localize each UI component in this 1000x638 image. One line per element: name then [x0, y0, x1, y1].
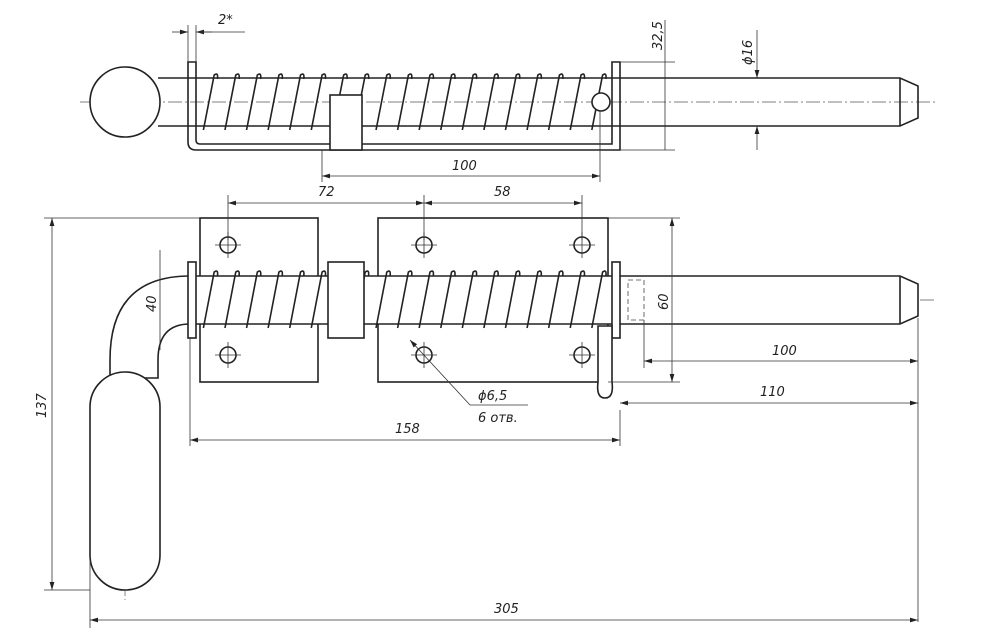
spring-coil: [439, 73, 456, 131]
spring-coil: [288, 73, 305, 131]
hole-diameter-label: ϕ6,5: [478, 389, 507, 404]
spring-coil: [353, 73, 370, 131]
spring-coil: [591, 73, 607, 131]
pull-pin: [596, 325, 614, 399]
spring-coil: [375, 270, 392, 329]
spring-coil: [504, 73, 521, 131]
spring-coil: [288, 270, 305, 329]
spring-coil: [439, 270, 456, 329]
lock-slider: [327, 261, 365, 339]
spring-coil: [483, 270, 499, 329]
spring-coil: [526, 270, 543, 329]
top-view: 2* 32,5 ϕ16 100: [80, 13, 935, 182]
dim-gap-label: 2*: [218, 13, 233, 28]
spring-coil: [569, 73, 586, 131]
rod-top: [158, 77, 919, 127]
spring-coil: [547, 270, 564, 329]
handle-grip: [89, 371, 161, 591]
spring-coil: [202, 270, 219, 329]
dim-total-height-label: 137: [35, 392, 50, 418]
dim-height-label: 32,5: [651, 21, 666, 50]
hole-count-label: 6 отв.: [478, 411, 518, 426]
spring-coil: [461, 73, 478, 131]
spring-coil: [310, 270, 327, 329]
dim-hole-spacing-right-label: 58: [494, 185, 511, 200]
spring-coil: [353, 270, 370, 329]
spring-coil: [332, 73, 348, 131]
spring-top: [202, 73, 607, 131]
dim-pin-to-end-label: 110: [760, 385, 785, 400]
bracket-top: [187, 61, 621, 151]
spring-coil: [396, 73, 413, 131]
ball-knob: [89, 66, 161, 138]
spring-coil: [483, 73, 499, 131]
dim-bracket-length-label: 158: [395, 422, 420, 437]
spring-coil: [245, 270, 262, 329]
spring-coil: [591, 270, 607, 329]
spring-front: [202, 270, 607, 329]
spring-coil: [267, 73, 284, 131]
spring-coil: [418, 270, 435, 329]
spring-coil: [224, 270, 241, 329]
spring-coil: [224, 73, 241, 131]
spring-coil: [526, 73, 543, 131]
dim-travel-label: 100: [452, 159, 477, 174]
spring-coil: [202, 73, 219, 131]
spring-coil: [569, 270, 586, 329]
spring-coil: [418, 73, 435, 131]
hole-centerline: [215, 342, 241, 368]
spring-coil: [245, 73, 262, 131]
dim-diameter-label: ϕ16: [741, 40, 756, 65]
hole-centerline: [569, 342, 595, 368]
spring-coil: [461, 270, 478, 329]
spring-coil: [504, 270, 521, 329]
dim-total-length-label: 305: [494, 602, 519, 617]
spring-coil: [396, 270, 413, 329]
front-view: 72 58 40 60 100 110 137 ϕ6,5 6 отв. 158 …: [35, 185, 935, 628]
dim-rod-extension-label: 100: [772, 344, 797, 359]
dim-plate-height-label: 60: [657, 293, 672, 310]
spring-coil: [267, 270, 284, 329]
spring-coil: [375, 73, 392, 131]
dim-bend-radius-label: 40: [145, 295, 160, 312]
spring-coil: [547, 73, 564, 131]
spring-coil: [310, 73, 327, 131]
dim-hole-spacing-left-label: 72: [318, 185, 335, 200]
lock-tab: [329, 94, 363, 151]
pin-head: [591, 92, 611, 112]
